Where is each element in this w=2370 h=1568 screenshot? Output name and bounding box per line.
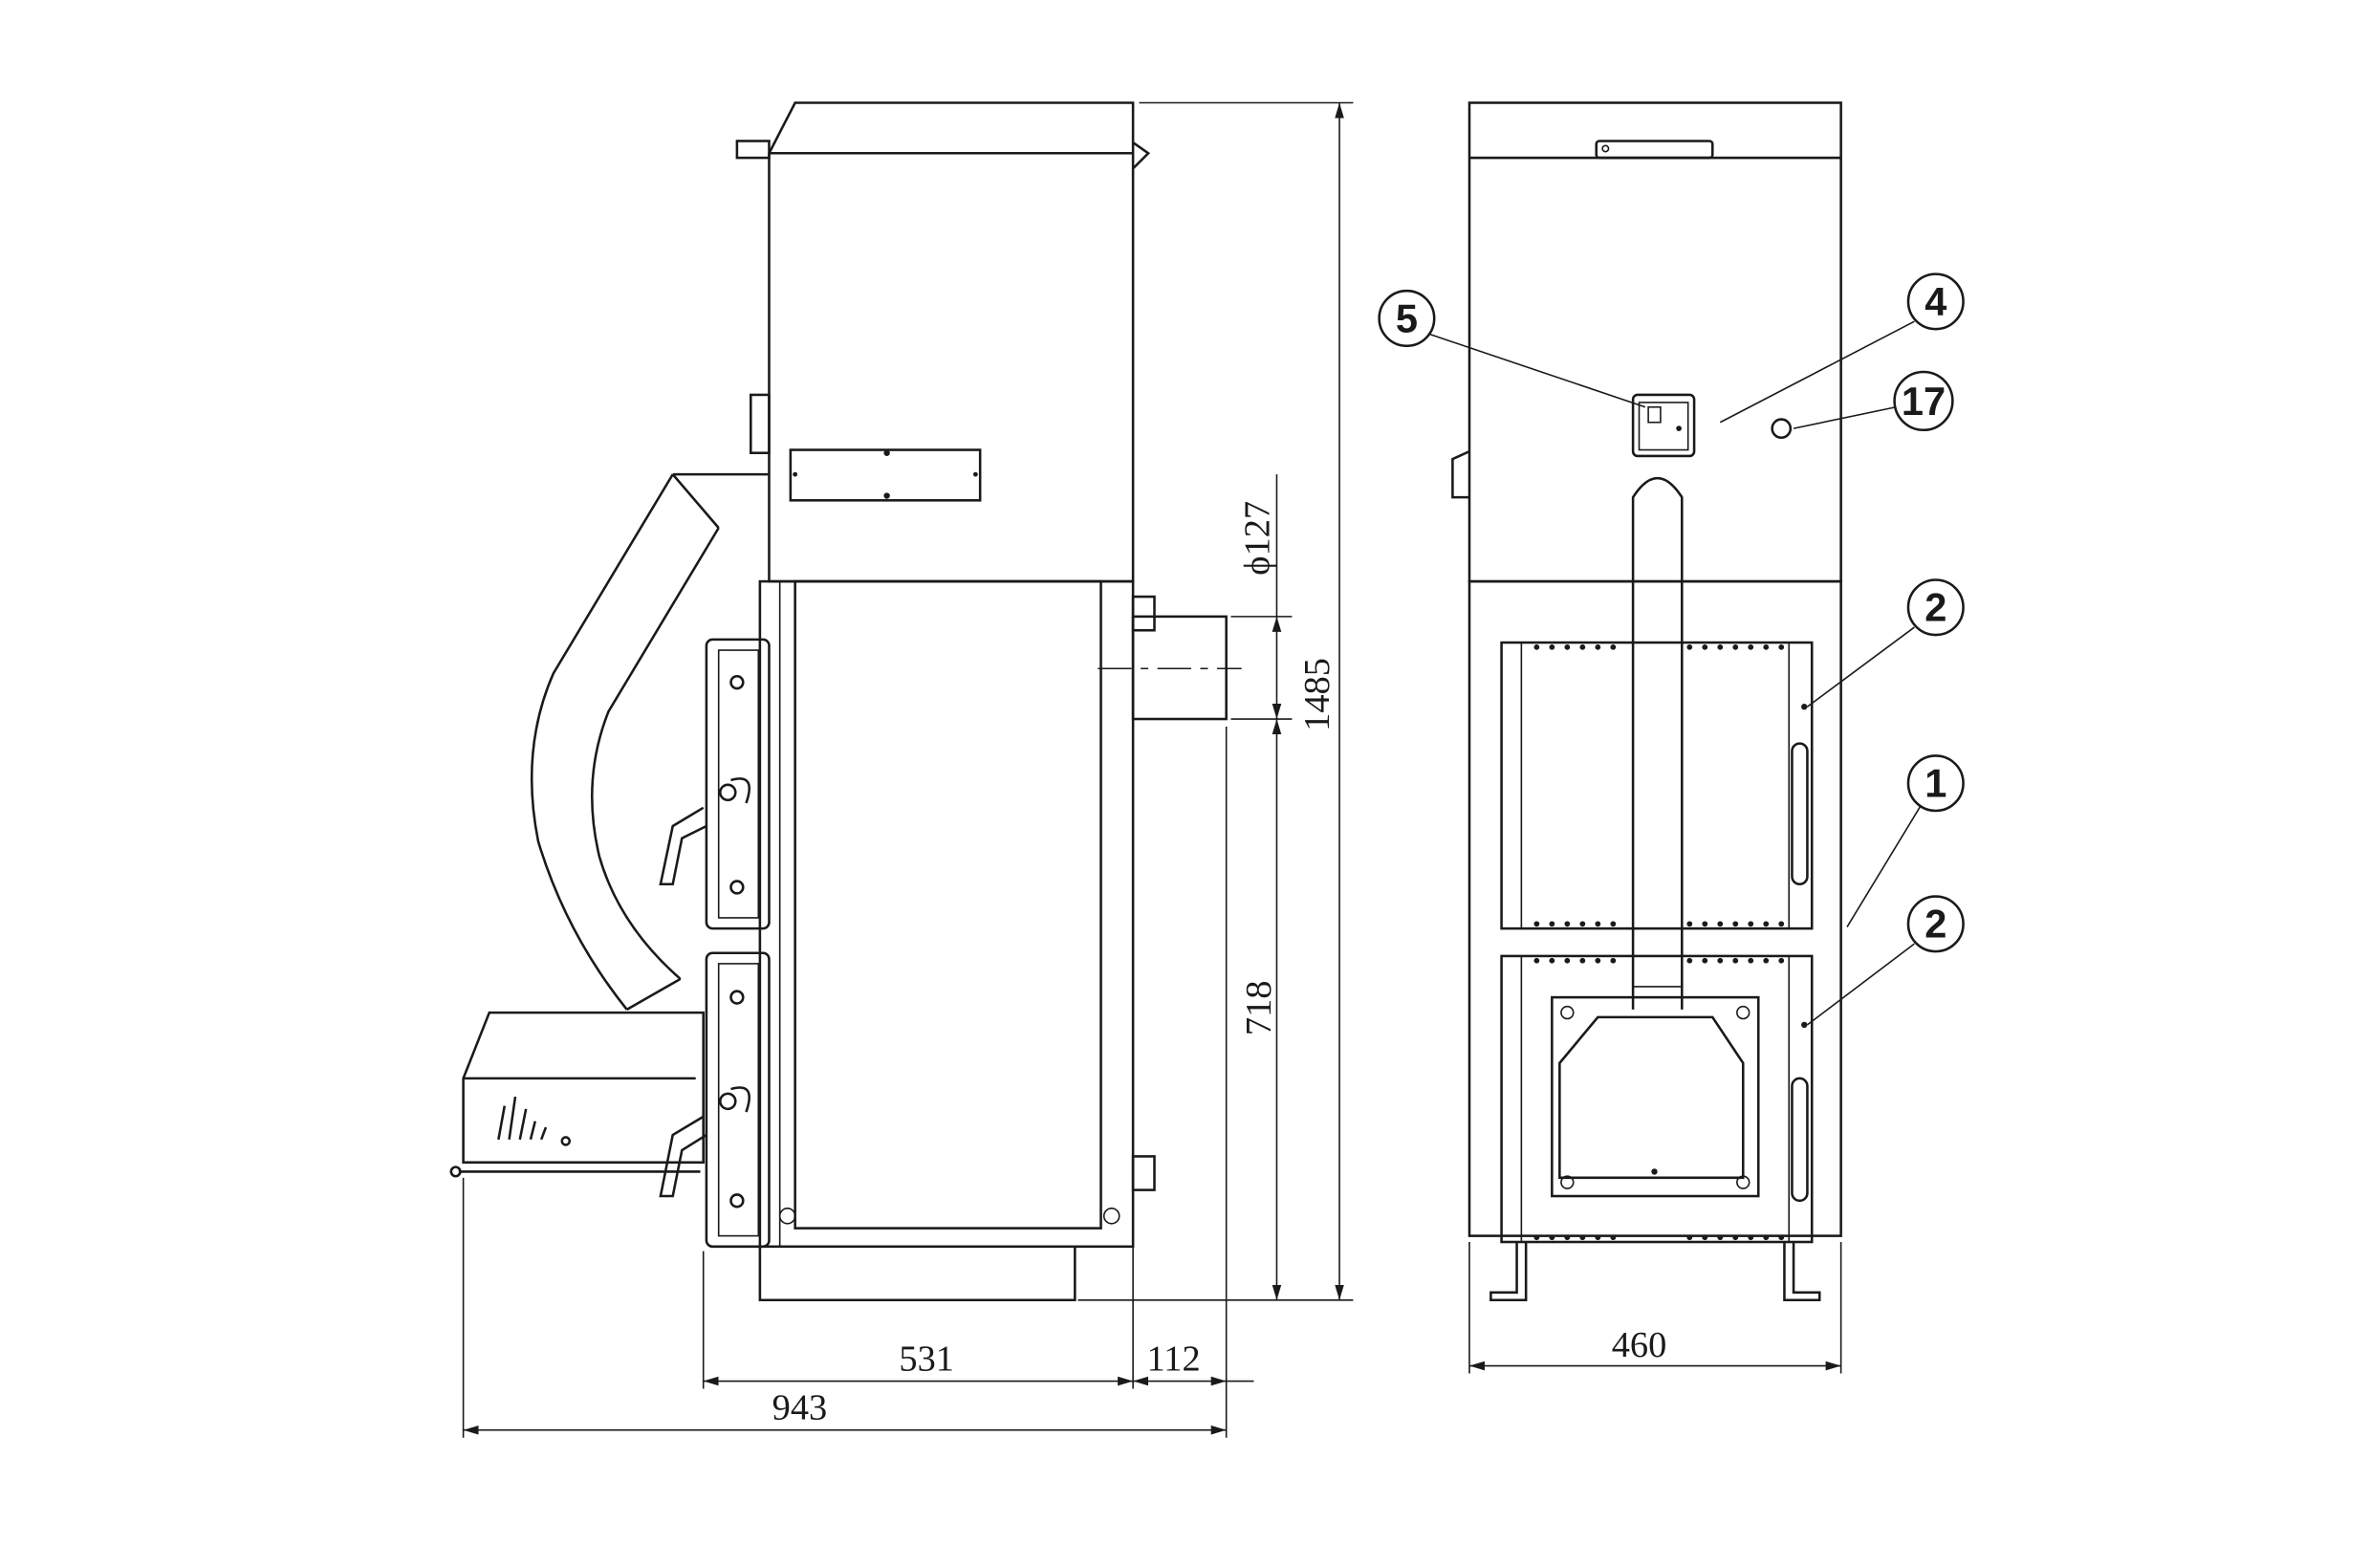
callout-2-lower: 2 [1906,895,1965,953]
rivet [1748,957,1754,964]
rivet [1778,957,1785,964]
callout-5: 5 [1378,289,1436,348]
rivet [1595,1234,1601,1241]
rivet [1549,1234,1555,1241]
dim-body-depth: 531 [899,1339,954,1379]
rivet [1702,921,1708,927]
svg-text:2: 2 [1924,902,1946,947]
burner-box [449,1011,705,1178]
rivet [1610,957,1617,964]
rivet [1595,921,1601,927]
rivet [1763,1234,1770,1241]
rivet [1564,643,1571,650]
rivet [1748,921,1754,927]
dim-total-height: 1485 [1297,658,1337,731]
rivet [1533,921,1540,927]
hopper [735,101,1151,583]
rivet [1549,957,1555,964]
body-front [1468,579,1842,1237]
rivet [1533,957,1540,964]
rivet [1702,643,1708,650]
boiler-body [758,579,1156,1302]
legs [1489,1242,1821,1302]
rivet [1732,921,1739,927]
side-panel [789,448,982,502]
rivet [1549,921,1555,927]
rivet [1717,1234,1724,1241]
rivet [1732,957,1739,964]
rivet [1763,643,1770,650]
rivet [1717,643,1724,650]
rivet [1610,921,1617,927]
rivet [1732,643,1739,650]
lid-handle [1595,140,1714,160]
side-view: ϕ127 1485 718 531 112 943 [449,101,1354,1438]
callout-4: 4 [1906,272,1965,331]
hopper-front [1451,101,1842,583]
rivet [1702,1234,1708,1241]
rivet [1610,1234,1617,1241]
control-box [1631,393,1696,458]
door-rivets [1533,643,1785,1241]
rivet [1595,643,1601,650]
feed-pipe-front [1631,477,1684,1010]
callout-2-upper: 2 [1906,578,1965,637]
rivet [1549,643,1555,650]
door-lower-side [659,951,771,1249]
rivet [1778,1234,1785,1241]
svg-text:4: 4 [1924,279,1946,324]
callout-1: 1 [1906,754,1965,813]
rivet [1564,957,1571,964]
rivet [1717,957,1724,964]
rivet [1686,643,1693,650]
indicator-lamp [1771,418,1793,440]
rivet [1579,957,1586,964]
feeder-tube [530,472,770,1012]
svg-text:1: 1 [1924,761,1946,806]
dim-flue-offset: 112 [1147,1339,1201,1379]
svg-text:17: 17 [1902,379,1946,424]
callout-17: 17 [1893,370,1954,432]
rivet [1579,921,1586,927]
dim-flue-diameter: ϕ127 [1237,501,1277,576]
door-upper-front [1500,641,1814,930]
dim-width: 460 [1612,1325,1667,1365]
rivet [1686,1234,1693,1241]
rivet [1610,643,1617,650]
rivet [1564,921,1571,927]
rivet [1579,643,1586,650]
rivet [1533,643,1540,650]
rivet [1533,1234,1540,1241]
rivet [1717,921,1724,927]
rivet [1778,921,1785,927]
rivet [1686,957,1693,964]
rivet [1763,957,1770,964]
door-upper-side [659,638,771,930]
callouts: 5 4 17 2 1 2 [1378,272,1965,1026]
burner-window [1551,995,1760,1198]
rivet [1748,1234,1754,1241]
rivet [1778,643,1785,650]
flue-pipe [1098,615,1242,721]
svg-text:2: 2 [1924,585,1946,630]
rivet [1595,957,1601,964]
dim-flue-height: 718 [1239,981,1279,1036]
rivet [1579,1234,1586,1241]
front-view: 460 5 4 17 2 1 2 [1378,101,1965,1374]
rivet [1748,643,1754,650]
rivet [1732,1234,1739,1241]
rivet [1763,921,1770,927]
svg-text:5: 5 [1396,295,1418,340]
door-lower-front [1500,954,1814,1244]
side-dimensions: ϕ127 1485 718 531 112 943 [462,101,1354,1438]
rivet [1702,957,1708,964]
rivet [1686,921,1693,927]
rivet [1564,1234,1571,1241]
dim-total-depth: 943 [772,1388,828,1428]
front-dimensions: 460 [1468,1242,1842,1374]
